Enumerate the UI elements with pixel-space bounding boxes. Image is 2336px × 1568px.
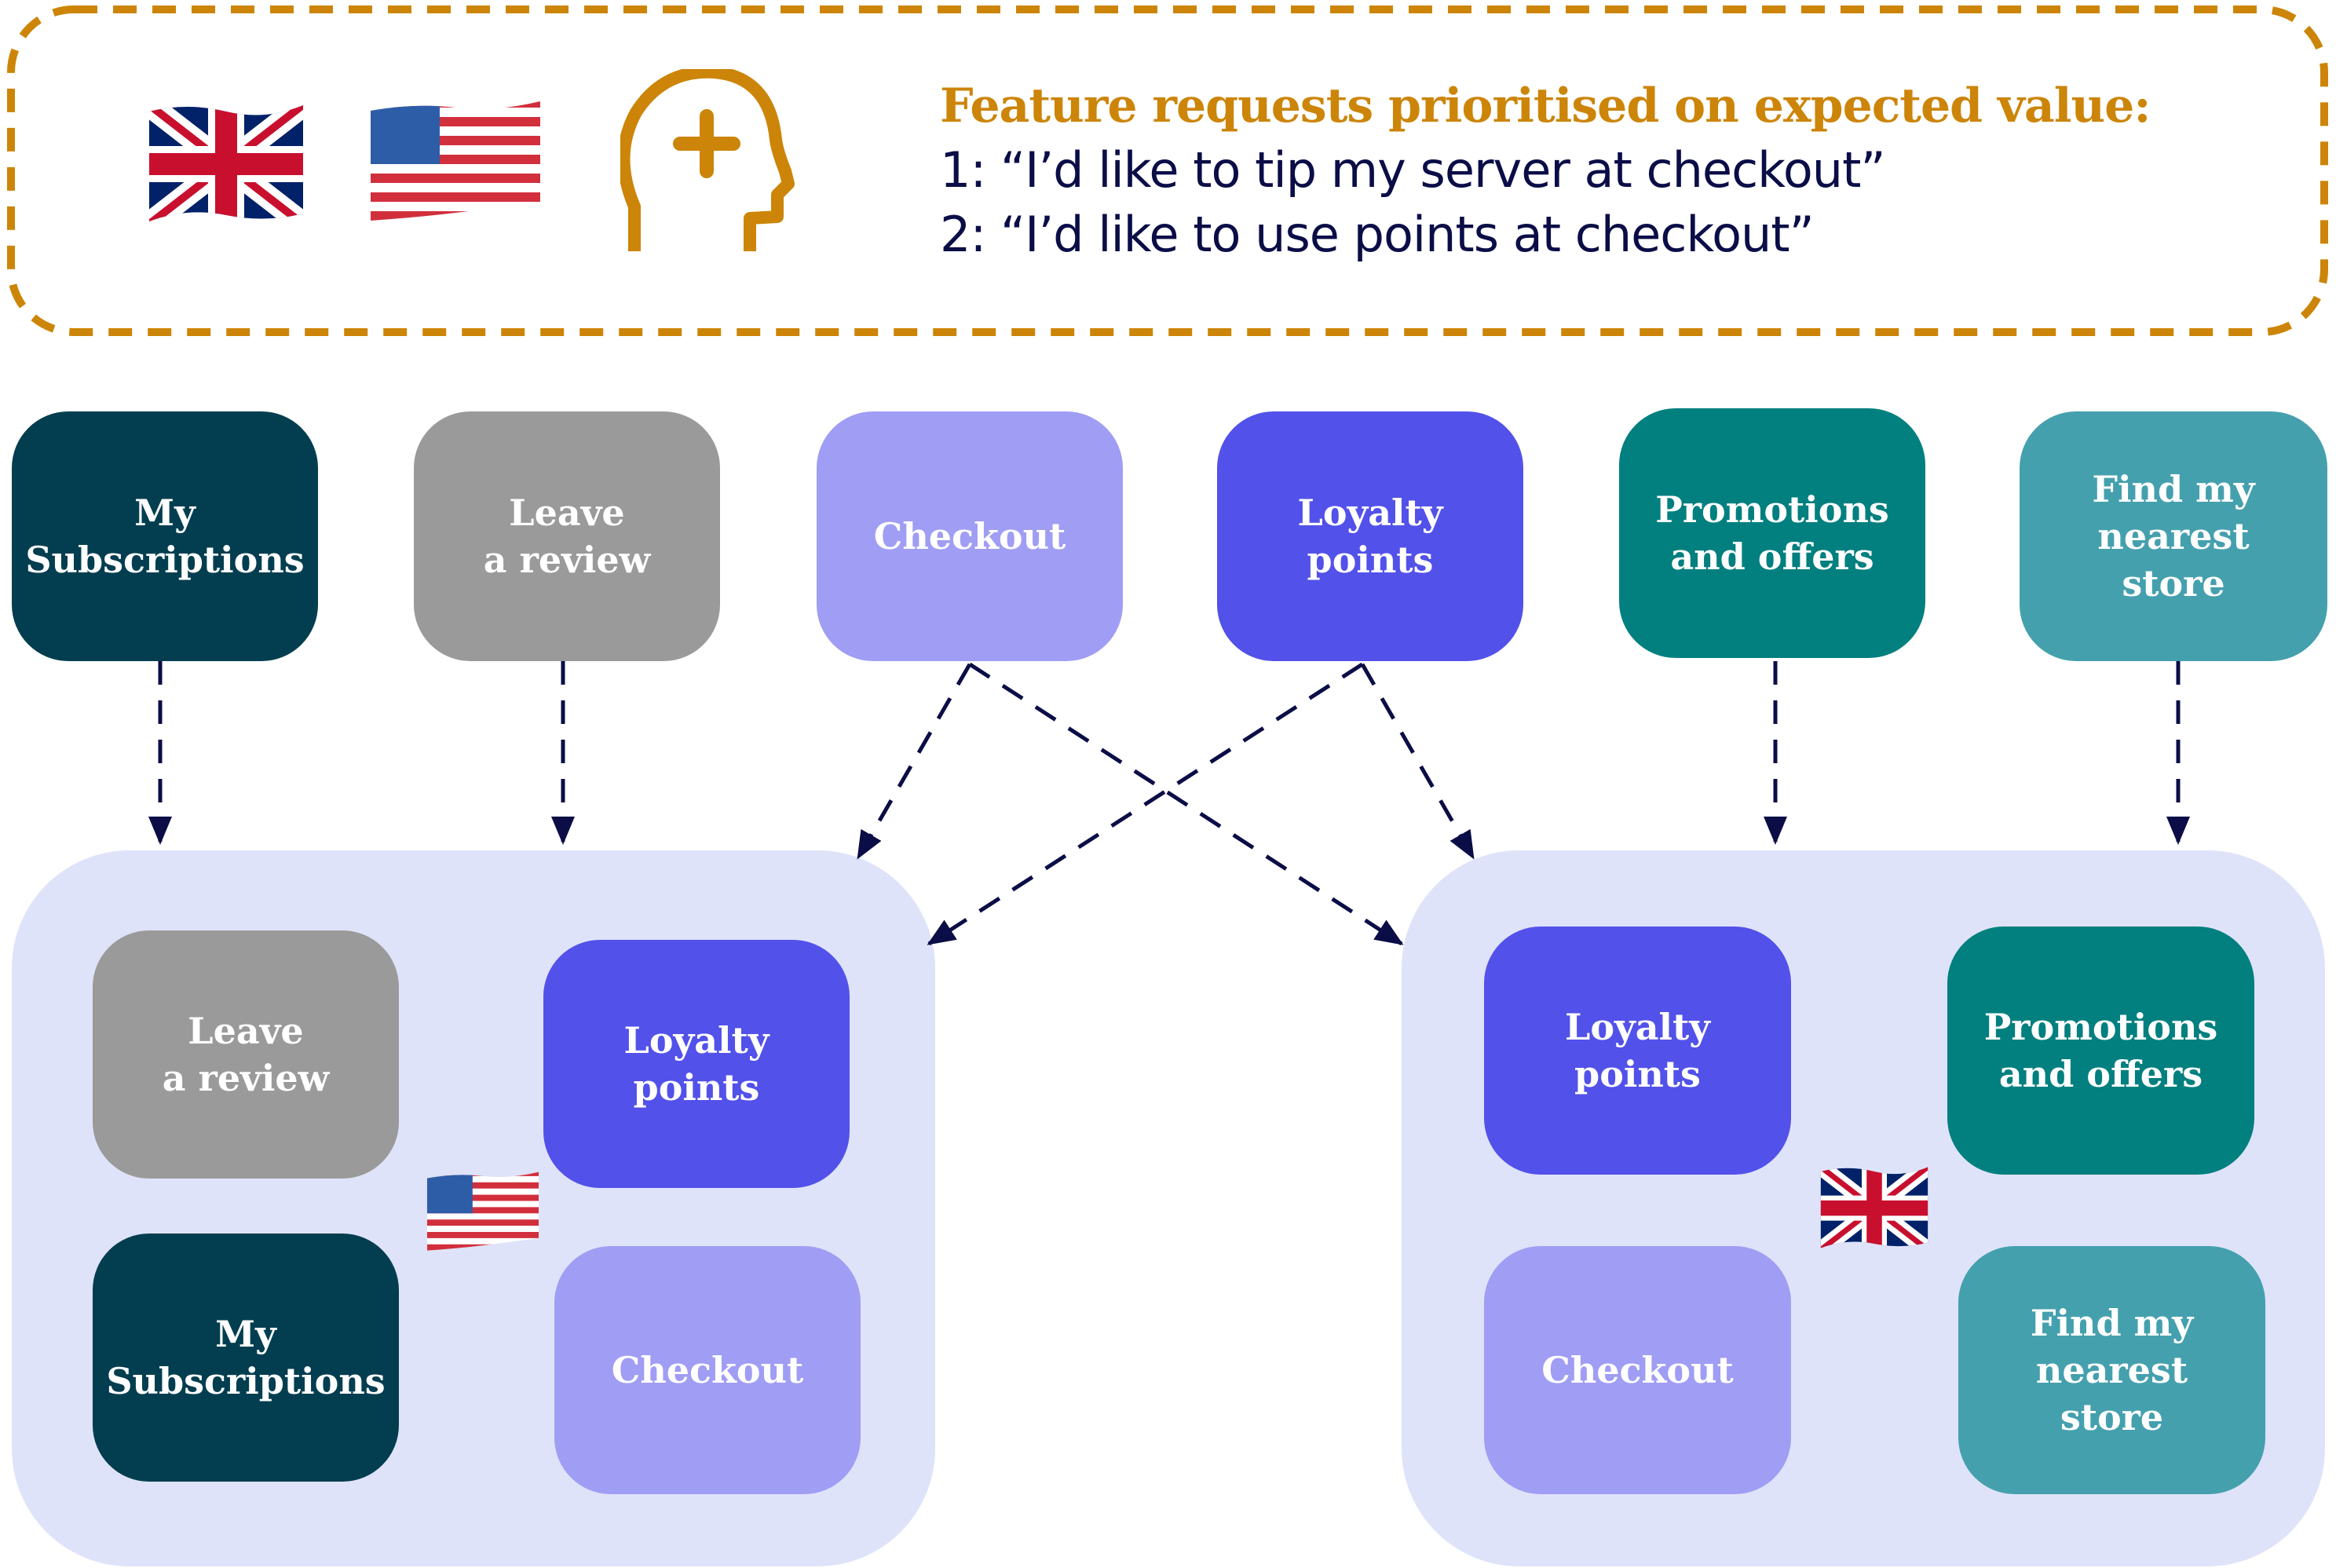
feature-request-2: 2: “I’d like to use points at checkout” [940,206,1815,263]
feature-box-loyalty: Loyalty points [1217,411,1523,661]
uk-flag-icon [1820,1167,1928,1248]
arrow-loyalty-us [927,662,1364,946]
feature-request-1: 1: “I’d like to tip my server at checkou… [940,141,1886,199]
uk-box-loyalty: Loyalty points [1484,927,1791,1175]
head-plus-icon [620,69,795,251]
arrow-loyalty-uk [1360,663,1475,860]
us-flag-icon [371,101,540,221]
us-box-review: Leave a review [93,930,399,1179]
header-dashed-border [7,5,2328,336]
us-box-checkout: Checkout [554,1246,861,1494]
header-title: Feature requests prioritised on expected… [940,79,2151,133]
us-box-subscriptions: My Subscriptions [93,1234,399,1482]
feature-box-store: Find my nearest store [2020,411,2327,661]
feature-box-subscriptions: My Subscriptions [12,411,318,661]
uk-flag-icon [149,105,303,221]
uk-box-store: Find my nearest store [1958,1246,2265,1494]
arrow-checkout-us [856,663,972,860]
uk-box-promotions: Promotions and offers [1947,927,2254,1175]
arrow-checkout-uk [968,662,1404,946]
uk-box-checkout: Checkout [1484,1246,1791,1494]
us-box-loyalty: Loyalty points [543,940,850,1188]
feature-box-review: Leave a review [414,411,720,661]
us-flag-icon [426,1171,539,1251]
feature-box-checkout: Checkout [817,411,1123,661]
feature-box-promotions: Promotions and offers [1619,408,1925,658]
